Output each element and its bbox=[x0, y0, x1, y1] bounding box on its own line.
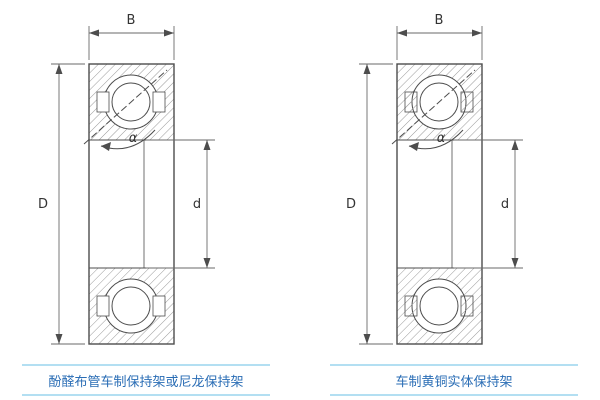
cage-segment bbox=[96, 295, 109, 317]
brass-cage-segment bbox=[404, 295, 417, 317]
dim-label-width: B bbox=[126, 13, 135, 28]
dimension-arrowheads bbox=[363, 29, 518, 344]
figure-caption: 酚醛布管车制保持架或尼龙保持架 bbox=[22, 364, 270, 396]
bearing-silhouette bbox=[87, 63, 175, 345]
cage-segment bbox=[152, 91, 165, 113]
contact-angle-construction bbox=[83, 69, 167, 151]
bearing-silhouette bbox=[395, 63, 483, 345]
brass-cage-segment bbox=[460, 91, 473, 113]
dimension-lines bbox=[50, 26, 215, 345]
bearing-body bbox=[87, 63, 175, 345]
bearing-cross-section-diagram: B D d α bbox=[37, 13, 215, 345]
arc-arrowhead bbox=[408, 142, 419, 151]
arc-arrowhead bbox=[100, 142, 111, 151]
dimension-lines bbox=[358, 26, 523, 345]
contact-angle-label: α bbox=[128, 131, 137, 146]
brass-cage-segment bbox=[404, 91, 417, 113]
contact-angle-line bbox=[391, 69, 475, 145]
contact-angle-label: α bbox=[436, 131, 445, 146]
ball-bottom bbox=[419, 286, 458, 326]
dim-label-bore-diameter: d bbox=[192, 197, 200, 212]
dim-label-outer-diameter: D bbox=[345, 197, 355, 212]
cage-segment bbox=[152, 295, 165, 317]
contact-angle-line bbox=[83, 69, 167, 145]
brass-cage-segment bbox=[460, 295, 473, 317]
cage-segment bbox=[96, 91, 109, 113]
figure-caption: 车制黄铜实体保持架 bbox=[330, 364, 578, 396]
bearing-figure-left: B D d α 酚醛布管车制保持架或尼龙保持架 bbox=[22, 6, 270, 396]
dim-label-width: B bbox=[434, 13, 443, 28]
ball-bottom bbox=[111, 286, 150, 326]
bearing-body bbox=[395, 63, 483, 345]
bearing-cross-section-diagram: B D d α bbox=[345, 13, 523, 345]
dim-label-outer-diameter: D bbox=[37, 197, 47, 212]
dim-label-bore-diameter: d bbox=[500, 197, 508, 212]
dimension-arrowheads bbox=[55, 29, 210, 344]
bearing-figure-right: B D d α 车制黄铜实体保持架 bbox=[330, 6, 578, 396]
contact-angle-construction bbox=[391, 69, 475, 151]
